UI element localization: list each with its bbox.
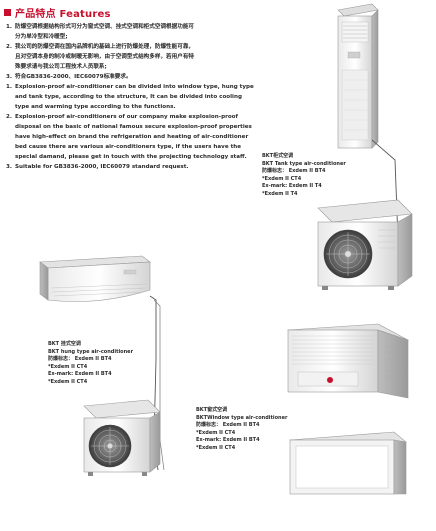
heading-square-icon bbox=[4, 8, 11, 16]
hung-caption: BKT 挂式空调 BKT hung type air-conditioner 防… bbox=[48, 341, 134, 385]
feature-item: 1.Explosion-proof air-conditioner can be… bbox=[6, 84, 254, 90]
feature-item: 2.Explosion-proof air-conditioners of ou… bbox=[6, 114, 238, 120]
feature-item-continued: disposal on the basic of national famous… bbox=[15, 124, 252, 130]
window-caption: BKT窗式空调 BKTWindow type air-conditioner 防… bbox=[196, 407, 288, 451]
window-unit-image bbox=[287, 323, 410, 399]
feature-item-continued: 且对空调本身的制冷或制暖无影响，由于空调型式结构多样，若用户有特 bbox=[15, 54, 195, 60]
feature-item-continued: special damand, please get in touch with… bbox=[15, 154, 247, 160]
hung-indoor-unit-image bbox=[39, 255, 165, 471]
tank-caption: BKT柜式空调 BKT Tank type air-conditioner 防爆… bbox=[262, 153, 346, 197]
feature-item-continued: have high-effect on brand the refrigerat… bbox=[15, 134, 249, 140]
features-list: 1.防爆空调根据结构形式可分为窗式空调、挂式空调和柜式空调根据功能可 分为单冷型… bbox=[6, 22, 274, 172]
feature-item: 3.符合GB3836-2000、IEC60079标准要求。 bbox=[6, 74, 132, 80]
feature-item: 2.我公司的防爆空调在国内品牌机的基础上进行防爆处理，防爆性能可靠， bbox=[6, 44, 195, 50]
window-sleeve-image bbox=[289, 431, 407, 495]
hung-outdoor-unit-image bbox=[83, 399, 161, 476]
section-heading-text: 产品特点 Features bbox=[15, 8, 111, 20]
feature-item: 1.防爆空调根据结构形式可分为窗式空调、挂式空调和柜式空调根据功能可 bbox=[6, 24, 195, 30]
feature-item-continued: 分为单冷型和冷暖型; bbox=[15, 34, 68, 40]
tank-outdoor-unit-image bbox=[317, 199, 413, 290]
feature-item-continued: 殊要求请与我公司工程技术人员联系; bbox=[15, 64, 107, 70]
section-heading: 产品特点 Features bbox=[4, 4, 111, 20]
tank-indoor-unit-image bbox=[337, 3, 407, 263]
feature-item-continued: type and warming type according to the f… bbox=[15, 104, 176, 110]
feature-item-continued: and tank type, according to the structur… bbox=[15, 94, 242, 100]
feature-item: 3.Suitable for GB3836-2000, IEC60079 sta… bbox=[6, 164, 189, 170]
feature-item-continued: bed cause there are various air-conditio… bbox=[15, 144, 242, 150]
